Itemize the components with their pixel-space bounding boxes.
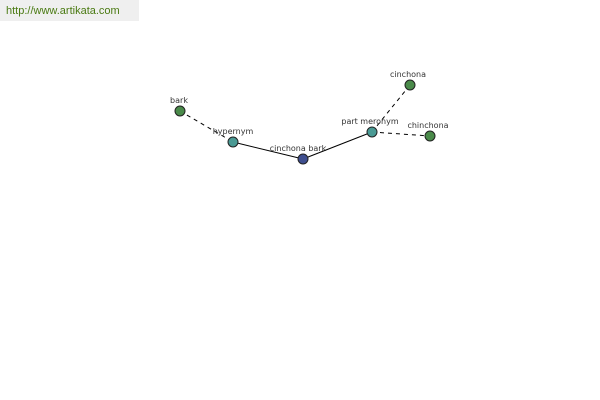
node-bark-dot[interactable] (174, 105, 186, 117)
node-cinchona[interactable]: cinchona (390, 70, 426, 91)
node-bark-label: bark (170, 96, 188, 105)
graph-edges (179, 84, 431, 160)
graph-nodes: bark hypernym cinchona bark part meronym cin… (170, 70, 449, 165)
node-hypernym-label: hypernym (213, 127, 254, 136)
edge-part-meronym-to-chinchona (371, 131, 431, 137)
edge-hypernym-to-cinchona-bark (232, 141, 304, 160)
node-part-meronym-label: part meronym (341, 117, 398, 126)
node-hypernym-dot[interactable] (227, 136, 239, 148)
node-cinchona-bark[interactable]: cinchona bark (270, 144, 327, 165)
edge-bark-to-hypernym (179, 110, 234, 143)
node-cinchona-label: cinchona (390, 70, 426, 79)
node-chinchona-dot[interactable] (424, 130, 436, 142)
node-part-meronym-dot[interactable] (366, 126, 378, 138)
node-part-meronym[interactable]: part meronym (341, 117, 399, 138)
node-chinchona-label: chinchona (407, 121, 448, 130)
node-bark[interactable]: bark (170, 96, 188, 117)
site-url-link[interactable]: http://www.artikata.com (0, 0, 139, 21)
edge-cinchona-bark-to-part-meronym (302, 131, 373, 160)
node-cinchona-bark-dot[interactable] (297, 153, 309, 165)
node-hypernym[interactable]: hypernym (213, 127, 254, 148)
node-cinchona-dot[interactable] (404, 79, 416, 91)
node-cinchona-bark-label: cinchona bark (270, 144, 327, 153)
node-chinchona[interactable]: chinchona (407, 121, 449, 142)
edge-part-meronym-to-cinchona (371, 84, 411, 133)
